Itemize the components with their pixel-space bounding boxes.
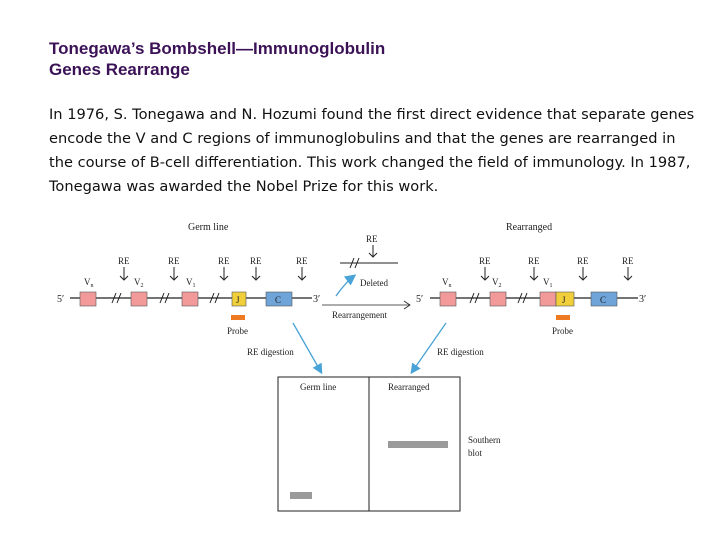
c-segment [265, 291, 293, 307]
re-digestion-label: RE digestion [247, 347, 294, 357]
re-arrow-icon [219, 267, 229, 281]
v1-segment [539, 291, 557, 307]
re-label: RE [577, 256, 589, 266]
v1-label: V1 [186, 277, 196, 289]
digestion-arrow [410, 322, 447, 375]
rearranged-label: Rearranged [506, 222, 552, 233]
five-prime-label: 5′ [57, 294, 64, 305]
germ-line-band [290, 492, 312, 499]
break-marks [349, 257, 360, 269]
vn-label: Vn [84, 277, 94, 289]
c-segment [590, 291, 618, 307]
re-label: RE [250, 256, 262, 266]
re-label: RE [296, 256, 308, 266]
re-site-group-left: RE RE RE RE RE [118, 256, 308, 281]
digestion-arrow [292, 322, 323, 375]
southern-label: Southern [468, 435, 501, 445]
re-label: RE [366, 234, 378, 244]
break-marks [469, 292, 528, 304]
germ-line-label: Germ line [188, 222, 229, 233]
three-prime-label: 3′ [639, 294, 646, 305]
re-label: RE [479, 256, 491, 266]
re-arrow-icon [297, 267, 307, 281]
j-label: J [236, 295, 240, 305]
break-marks [111, 292, 220, 304]
v1-label: V1 [543, 277, 553, 289]
re-label: RE [218, 256, 230, 266]
re-arrow-icon [529, 267, 539, 281]
re-digestion-label: RE digestion [437, 347, 484, 357]
probe-label: Probe [552, 326, 573, 336]
v2-segment [130, 291, 148, 307]
body-line: Tonegawa was awarded the Nobel Prize for… [49, 178, 439, 195]
title-line: Genes Rearrange [49, 60, 190, 79]
five-prime-label: 5′ [416, 294, 423, 305]
re-arrow-icon [578, 267, 588, 281]
re-arrow-icon [368, 245, 378, 258]
body-line: In 1976, S. Tonegawa and N. Hozumi found… [49, 106, 695, 123]
blot-rearranged-label: Rearranged [388, 382, 430, 392]
re-arrow-icon [623, 267, 633, 281]
j-segment [555, 291, 575, 307]
vn-segment [79, 291, 97, 307]
rearrangement-arrowhead-icon [403, 300, 411, 310]
vn-segment [439, 291, 457, 307]
vn-label: Vn [442, 277, 452, 289]
deletion-arrow [335, 274, 357, 297]
v2-label: V2 [134, 277, 144, 289]
body-line: the course of B-cell differentiation. Th… [49, 154, 691, 171]
title-line: Tonegawa’s Bombshell—Immunoglobulin [49, 39, 386, 58]
re-label: RE [168, 256, 180, 266]
re-arrow-icon [251, 267, 261, 281]
re-label: RE [622, 256, 634, 266]
body-line: encode the V and C regions of immunoglob… [49, 130, 676, 147]
re-arrow-icon [480, 267, 490, 281]
c-label: C [600, 295, 606, 305]
v2-label: V2 [492, 277, 502, 289]
probe-label: Probe [227, 326, 248, 336]
c-label: C [275, 295, 281, 305]
rearranged-band [388, 441, 448, 448]
re-label: RE [118, 256, 130, 266]
slide-body-text: In 1976, S. Tonegawa and N. Hozumi found… [49, 103, 709, 199]
probe-bar [231, 315, 245, 320]
re-arrow-icon [169, 267, 179, 281]
blot-label: blot [468, 448, 483, 458]
re-site-group-right: RE RE RE RE [479, 256, 634, 281]
re-label: RE [528, 256, 540, 266]
probe-bar [556, 315, 570, 320]
rearrangement-label: Rearrangement [332, 310, 387, 320]
j-label: J [562, 295, 566, 305]
j-segment [231, 291, 247, 307]
v1-segment [181, 291, 199, 307]
re-arrow-icon [119, 267, 129, 281]
slide-title: Tonegawa’s Bombshell—Immunoglobulin Gene… [49, 38, 689, 80]
blot-germ-line-label: Germ line [300, 382, 336, 392]
deleted-label: Deleted [360, 278, 388, 288]
three-prime-label: 3′ [313, 294, 320, 305]
v2-segment [489, 291, 507, 307]
